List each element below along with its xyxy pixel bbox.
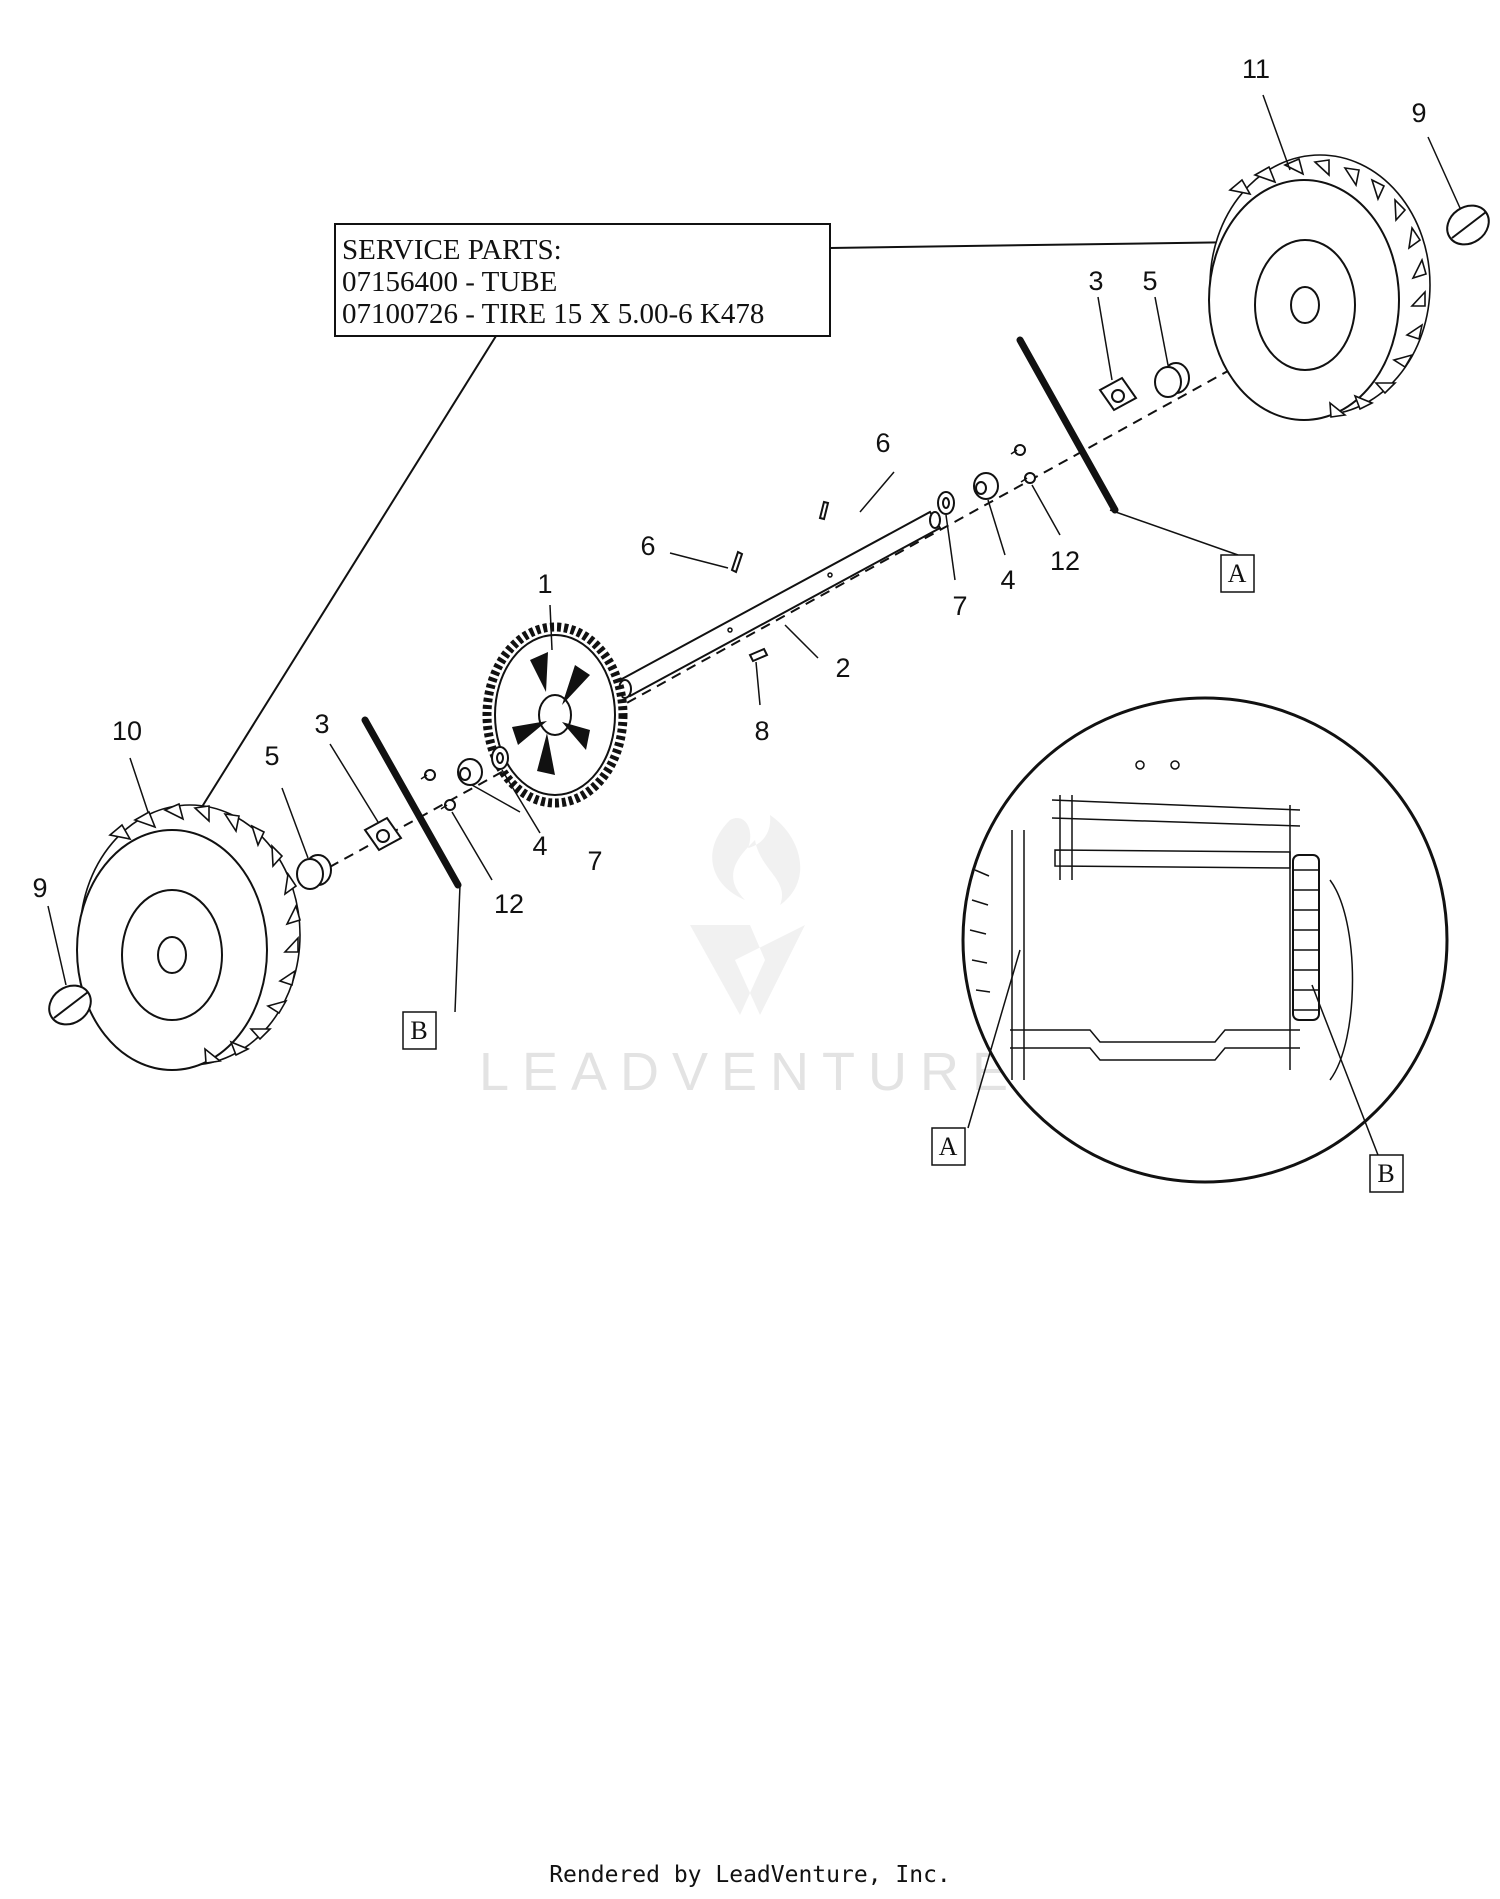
leader-7-right — [945, 514, 956, 581]
right-bearing-icon — [973, 472, 999, 500]
service-part-tube: 07156400 - TUBE — [342, 266, 557, 298]
leader-9-left — [47, 905, 67, 986]
ref-b-detail: B — [1377, 1159, 1394, 1188]
service-parts-box: SERVICE PARTS: 07156400 - TUBE 07100726 … — [334, 223, 831, 337]
leader-5-right — [1154, 296, 1169, 366]
leader-2 — [784, 624, 819, 659]
callout-4-left: 4 — [532, 831, 547, 861]
callout-7-right: 7 — [952, 591, 967, 621]
leader-10 — [129, 757, 149, 813]
footer-credit: Rendered by LeadVenture, Inc. — [549, 1862, 951, 1888]
callout-7-left: 7 — [587, 846, 602, 876]
right-spacer-bushing-icon — [1154, 362, 1190, 398]
leader-12-left — [451, 811, 493, 881]
leader-ref-b-detail — [1311, 984, 1379, 1156]
leader-box-to-right-wheel — [829, 241, 1246, 249]
left-wheel-assembly — [76, 802, 301, 1071]
right-wheel-assembly — [1208, 154, 1431, 421]
ref-a-detail: A — [939, 1132, 958, 1161]
leader-3-left — [329, 743, 379, 823]
leader-9-right — [1427, 136, 1461, 209]
callout-2: 2 — [835, 653, 850, 683]
callout-12-left: 12 — [494, 889, 524, 919]
callout-6-upper: 6 — [875, 428, 890, 458]
callout-3-left: 3 — [314, 709, 329, 739]
leader-5-left — [281, 787, 309, 859]
callout-5-left: 5 — [264, 741, 279, 771]
ref-a-main: A — [1228, 559, 1247, 588]
leader-4-right — [987, 499, 1006, 556]
callout-6-lower: 6 — [640, 531, 655, 561]
leader-4-left — [471, 784, 521, 813]
callout-3-right: 3 — [1088, 266, 1103, 296]
ref-box-a-main — [1220, 554, 1255, 593]
leader-1 — [549, 604, 553, 651]
leader-ref-a-detail — [967, 949, 1021, 1129]
leader-6-upper — [859, 471, 895, 513]
left-washer-icon — [491, 746, 509, 770]
right-bolts-icon — [1010, 444, 1036, 484]
left-frame-plate-edge — [361, 716, 462, 889]
callout-5-right: 5 — [1142, 266, 1157, 296]
callout-4-right: 4 — [1000, 565, 1015, 595]
service-part-tire: 07100726 - TIRE 15 X 5.00-6 K478 — [342, 298, 764, 330]
watermark-logo-icon — [690, 815, 805, 1015]
leader-7-left — [501, 769, 541, 834]
right-washer-icon — [937, 491, 955, 515]
callout-8: 8 — [754, 716, 769, 746]
ref-b-main: B — [410, 1016, 427, 1045]
left-spacer-bushing-icon — [296, 854, 332, 890]
axle-centerline — [269, 344, 1276, 901]
leader-12-right — [1031, 484, 1061, 536]
woodruff-key-icon — [748, 647, 769, 663]
callout-12-right: 12 — [1050, 546, 1080, 576]
leader-ref-b-main — [454, 884, 461, 1013]
roll-pin-upper-icon — [818, 500, 830, 521]
ref-box-a-detail — [931, 1127, 966, 1166]
leader-11 — [1262, 94, 1291, 171]
right-flange-bearing-icon — [1098, 376, 1138, 412]
watermark-text: LEADVENTURE — [479, 1042, 1021, 1102]
callout-11: 11 — [1242, 54, 1270, 84]
ref-box-b-main — [402, 1011, 437, 1050]
callout-9-right: 9 — [1411, 98, 1426, 128]
axle-gear-icon — [482, 622, 628, 808]
callout-1: 1 — [537, 569, 552, 599]
right-hitch-pin-icon — [1446, 204, 1490, 246]
leader-6-lower — [669, 552, 729, 569]
callout-10: 10 — [112, 716, 142, 746]
left-hitch-pin-icon — [48, 984, 92, 1026]
right-frame-plate-edge — [1016, 336, 1119, 514]
ref-box-b-detail — [1369, 1154, 1404, 1193]
left-bearing-icon — [457, 758, 483, 786]
leader-8 — [755, 661, 761, 706]
roll-pin-lower-icon — [730, 550, 744, 574]
left-bolts-icon — [420, 769, 456, 811]
left-flange-bearing-icon — [363, 816, 403, 852]
service-parts-heading: SERVICE PARTS: — [342, 234, 562, 266]
detail-view-circle — [961, 696, 1449, 1184]
callout-9-left: 9 — [32, 873, 47, 903]
leader-3-right — [1097, 296, 1113, 381]
leader-ref-a-main — [1109, 509, 1239, 556]
leader-box-to-left-wheel — [199, 335, 497, 811]
axle-shaft — [618, 510, 942, 699]
